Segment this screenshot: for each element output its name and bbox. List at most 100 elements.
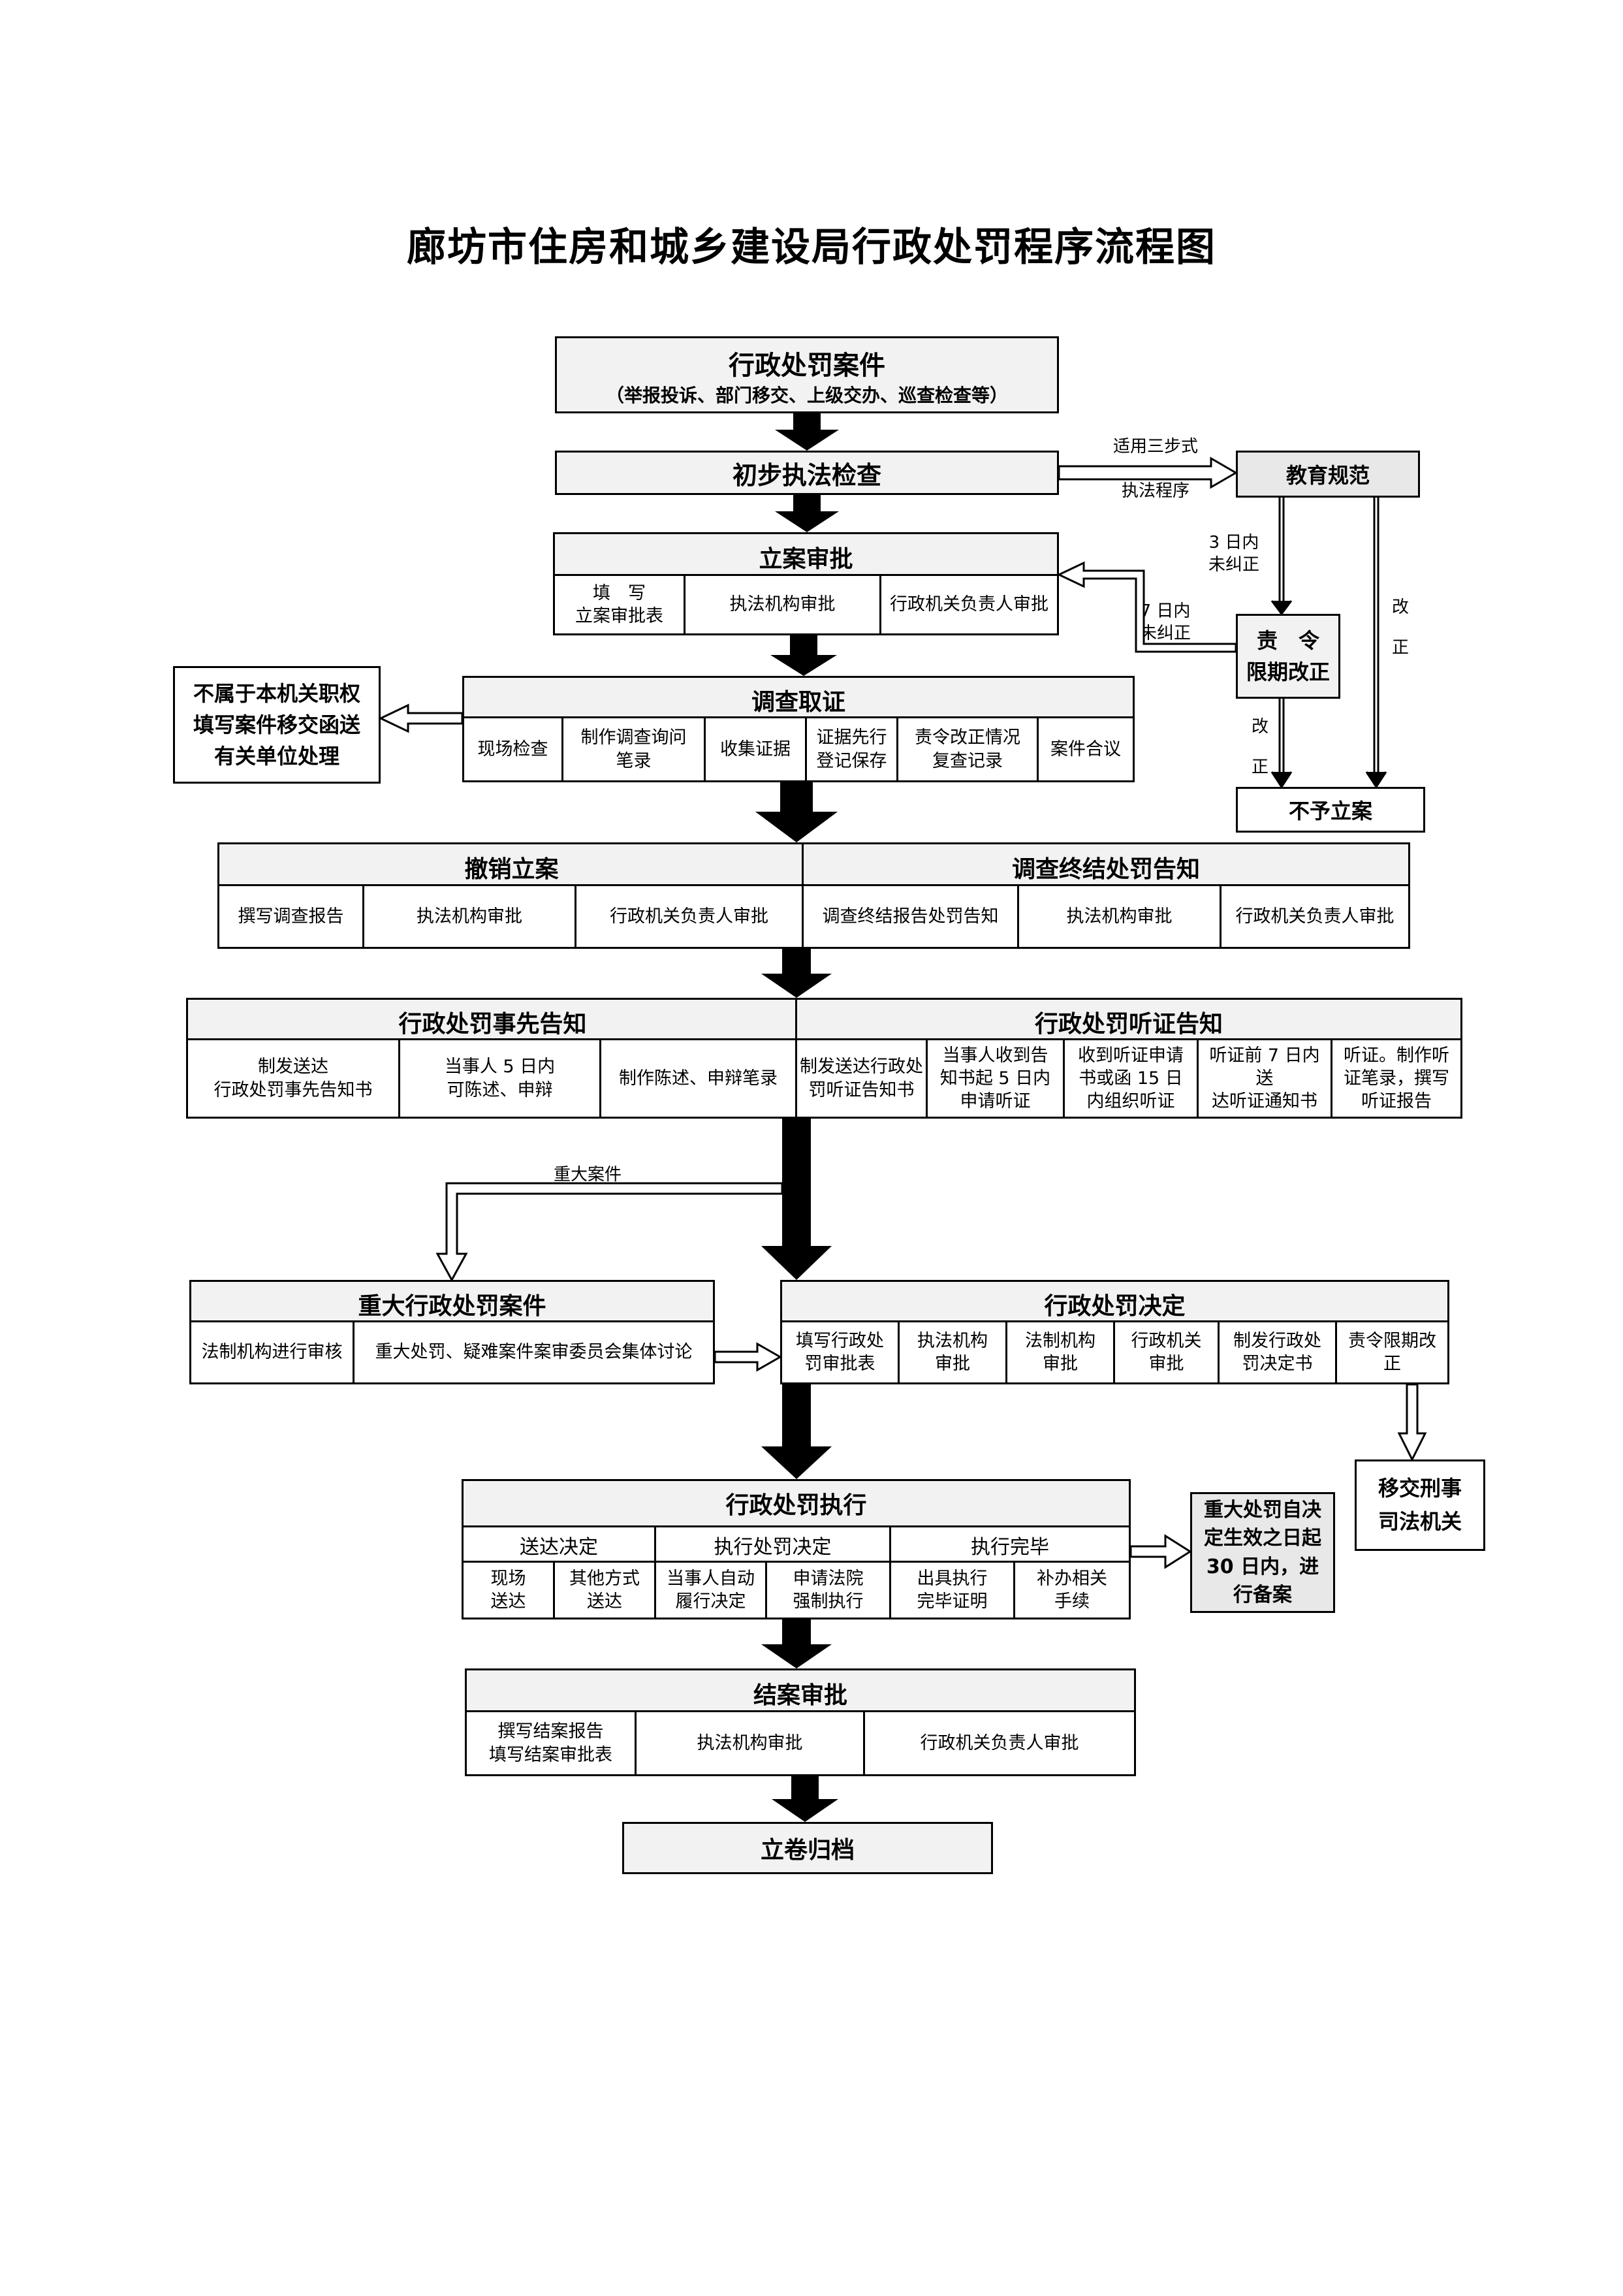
arrow-down — [761, 1119, 832, 1280]
investigate-cell: 案件合议 — [1050, 739, 1121, 759]
investigate-cell: 收集证据 — [706, 718, 807, 780]
start-subtitle: （举报投诉、部门移交、上级交办、巡查检查等） — [605, 385, 1008, 406]
close-box: 结案审批 撰写结案报告 填写结案审批表 执法机构审批 行政机关负责人审批 — [465, 1668, 1136, 1776]
check-box: 初步执法检查 — [555, 451, 1059, 495]
arrow-down-hollow — [1397, 1383, 1427, 1462]
close-cell: 撰写结案报告 填写结案审批表 — [467, 1712, 637, 1774]
not-belong-title: 不属于本机关职权 填写案件移交函送 有关单位处理 — [193, 681, 360, 769]
filing-cell: 执法机构审批 — [685, 576, 881, 633]
investigate-box: 调查取证 现场检查 制作调查询问 笔录 收集证据 证据先行 登记保存 责令改正情… — [462, 676, 1135, 782]
conclude-notice-title: 调查终结处罚告知 — [1011, 856, 1200, 883]
edu-box: 教育规范 — [1236, 451, 1420, 498]
arrow-down — [775, 413, 839, 451]
decision-box: 行政处罚决定 填写行政处 罚审批表 执法机构 审批 法制机构 审批 行政机关 审… — [780, 1280, 1449, 1384]
arrow-head — [1270, 600, 1293, 616]
archive-box: 立卷归档 — [622, 1822, 993, 1874]
edu-title: 教育规范 — [1285, 463, 1370, 488]
hearing-cell: 制发送达行政处 罚听证告知书 — [797, 1040, 928, 1117]
investigate-cell: 制作调查询问 笔录 — [563, 718, 706, 780]
decision-cell: 执法机构 审批 — [900, 1322, 1007, 1382]
investigate-cell: 证据先行 登记保存 — [807, 718, 898, 780]
arrow-down — [761, 1384, 832, 1479]
execute-group: 送达决定 — [464, 1527, 656, 1567]
prior-notice-cell: 制发送达 行政处罚事先告知书 — [188, 1040, 400, 1117]
arrow-right-hollow — [1129, 1534, 1192, 1569]
filing-title: 立案审批 — [759, 546, 853, 573]
execute-cell: 当事人自动 履行决定 — [656, 1563, 767, 1618]
record-title: 重大处罚自决 定生效之日起 30 日内，进 行备案 — [1204, 1498, 1321, 1607]
execute-box: 行政处罚执行 送达决定 执行处罚决定 执行完毕 现场 送达 其他方式 送达 当事… — [462, 1479, 1131, 1619]
decision-cell: 行政机关 审批 — [1115, 1322, 1220, 1382]
filing-cell: 行政机关负责人审批 — [890, 594, 1048, 615]
criminal-box: 移交刑事 司法机关 — [1355, 1459, 1485, 1551]
record-box: 重大处罚自决 定生效之日起 30 日内，进 行备案 — [1190, 1492, 1335, 1613]
conclude-cell: 调查终结报告处罚告知 — [804, 886, 1019, 947]
arrow-right-hollow — [714, 1342, 783, 1372]
filing-box: 立案审批 填 写 立案审批表 执法机构审批 行政机关负责人审批 — [553, 532, 1059, 635]
order-fix-box: 责 令 限期改正 — [1236, 614, 1340, 699]
label-fix-right: 改 正 — [1391, 598, 1409, 658]
decision-cell: 法制机构 审批 — [1007, 1322, 1115, 1382]
investigate-cell: 现场检查 — [464, 718, 563, 780]
label-7days: 7 日内 未纠正 — [1139, 601, 1191, 643]
archive-title: 立卷归档 — [760, 1837, 855, 1864]
major-case-cell: 法制机构进行审核 — [191, 1322, 355, 1382]
hearing-cell: 听证。制作听 证笔录，撰写 听证报告 — [1344, 1045, 1449, 1112]
revoke-title: 撤销立案 — [464, 856, 559, 883]
start-title: 行政处罚案件 — [729, 351, 885, 381]
arrow-fix-down — [1278, 699, 1285, 774]
criminal-title: 移交刑事 司法机关 — [1378, 1475, 1462, 1534]
conclude-cell: 行政机关负责人审批 — [1235, 906, 1395, 927]
not-belong-box: 不属于本机关职权 填写案件移交函送 有关单位处理 — [173, 666, 381, 784]
decision-title: 行政处罚决定 — [1044, 1293, 1186, 1320]
no-filing-box: 不予立案 — [1236, 787, 1425, 833]
decision-cell: 责令限期改正 — [1348, 1330, 1436, 1374]
prior-notice-cell: 制作陈述、申辩笔录 — [601, 1040, 797, 1117]
investigate-cell: 责令改正情况 复查记录 — [898, 718, 1039, 780]
close-cell: 执法机构审批 — [637, 1712, 865, 1774]
decision-cell: 制发行政处 罚决定书 — [1220, 1322, 1337, 1382]
major-case-cell: 重大处罚、疑难案件案审委员会集体讨论 — [375, 1342, 693, 1363]
close-title: 结案审批 — [753, 1682, 847, 1709]
edu-label-bottom: 执法程序 — [1121, 481, 1190, 501]
investigate-title: 调查取证 — [751, 689, 845, 716]
arrow-down — [755, 782, 838, 842]
edu-label-top: 适用三步式 — [1112, 437, 1198, 456]
notice-box: 行政处罚事先告知 行政处罚听证告知 制发送达 行政处罚事先告知书 当事人 5 日… — [186, 998, 1462, 1119]
arrow-head — [1365, 771, 1387, 789]
conclude-cell: 执法机构审批 — [1019, 886, 1221, 947]
no-filing-title: 不予立案 — [1288, 799, 1372, 823]
check-title: 初步执法检查 — [732, 460, 881, 490]
arrow-down-hollow — [435, 1182, 783, 1283]
arrow-down — [775, 495, 839, 532]
prior-notice-cell: 当事人 5 日内 可陈述、申辩 — [400, 1040, 601, 1117]
execute-cell: 补办相关 手续 — [1037, 1568, 1107, 1612]
arrow-down — [761, 949, 832, 998]
execute-cell: 现场 送达 — [464, 1563, 555, 1618]
label-3days: 3 日内 未纠正 — [1208, 533, 1259, 575]
revoke-cell: 撰写调查报告 — [219, 886, 364, 947]
execute-title: 行政处罚执行 — [725, 1492, 867, 1519]
page-title: 廊坊市住房和城乡建设局行政处罚程序流程图 — [407, 225, 1216, 270]
execute-cell: 出具执行 完毕证明 — [891, 1563, 1015, 1618]
hearing-cell: 当事人收到告 知书起 5 日内 申请听证 — [928, 1040, 1065, 1117]
execute-cell: 申请法院 强制执行 — [767, 1563, 891, 1618]
prior-notice-title: 行政处罚事先告知 — [398, 1011, 587, 1038]
label-fix-down: 改 正 — [1251, 717, 1268, 778]
close-cell: 行政机关负责人审批 — [920, 1732, 1079, 1753]
execute-cell: 其他方式 送达 — [555, 1563, 656, 1618]
arrow-down — [761, 1619, 832, 1668]
revoke-conclude-box: 撤销立案 调查终结处罚告知 撰写调查报告 执法机构审批 行政机关负责人审批 调查… — [217, 842, 1410, 949]
order-fix-title: 责 令 限期改正 — [1246, 628, 1330, 684]
execute-group: 执行完毕 — [971, 1535, 1049, 1559]
execute-group: 执行处罚决定 — [656, 1527, 891, 1567]
arrow-fix-right — [1373, 498, 1379, 774]
major-case-box: 重大行政处罚案件 法制机构进行审核 重大处罚、疑难案件案审委员会集体讨论 — [189, 1280, 715, 1384]
arrow-down — [772, 1776, 838, 1822]
arrow-down — [770, 635, 837, 676]
hearing-notice-title: 行政处罚听证告知 — [1034, 1011, 1223, 1038]
hearing-cell: 听证前 7 日内送 达听证通知书 — [1199, 1040, 1332, 1117]
revoke-cell: 行政机关负责人审批 — [576, 886, 804, 947]
arrow-3days — [1278, 498, 1285, 604]
arrow-left-hollow — [378, 703, 464, 733]
